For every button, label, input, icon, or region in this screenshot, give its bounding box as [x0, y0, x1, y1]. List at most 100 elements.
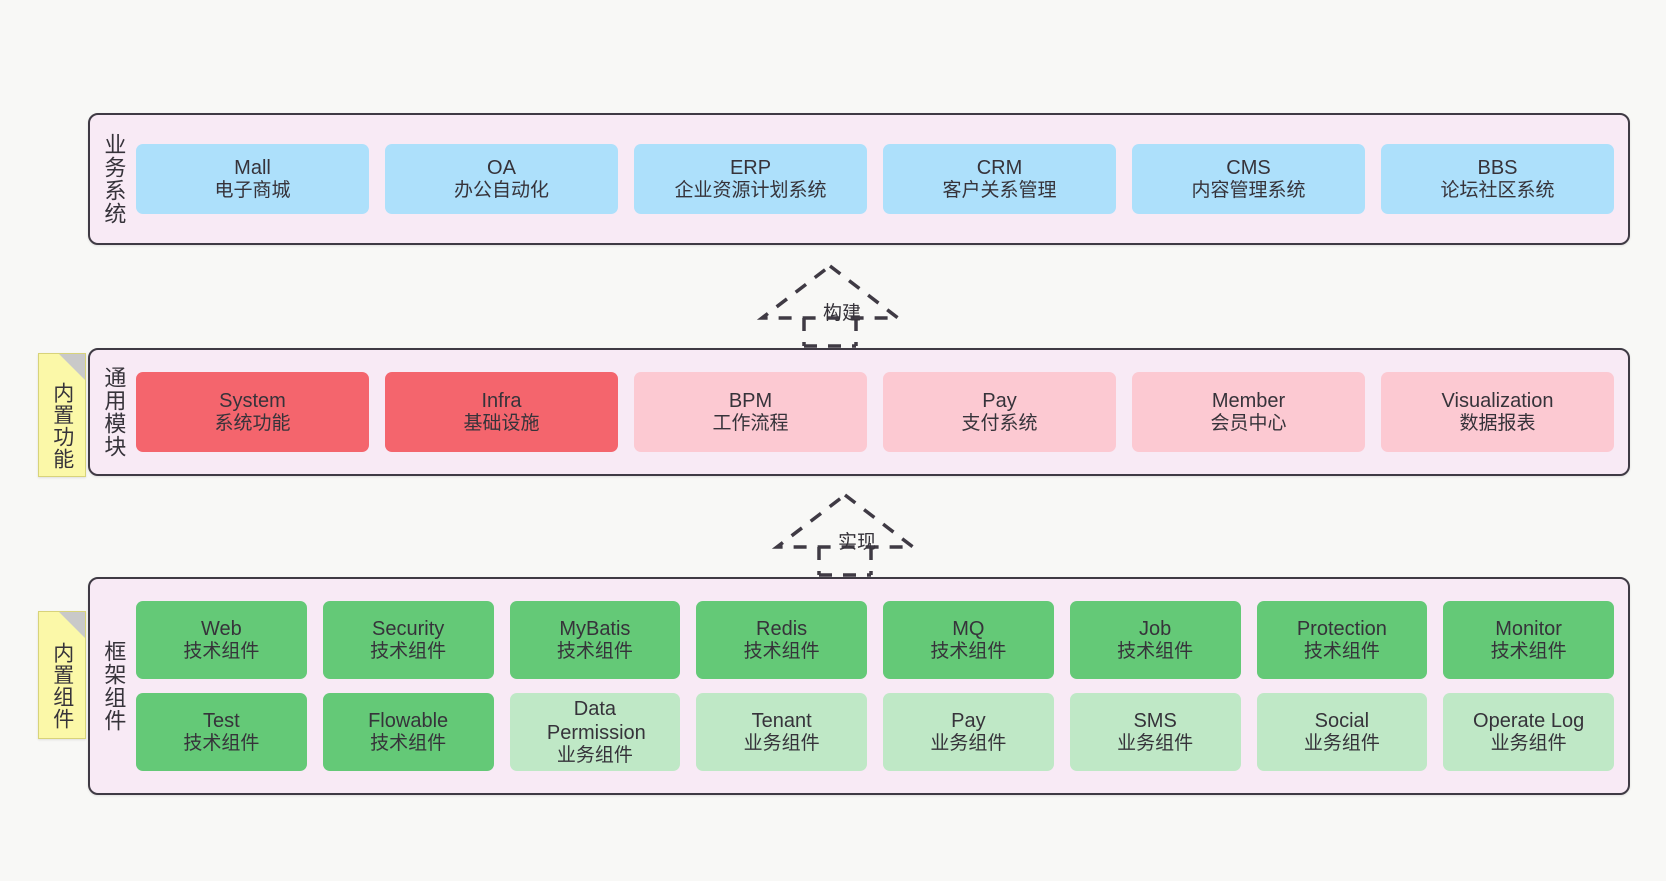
card-subtitle: 业务组件 — [556, 744, 633, 766]
card-title: BPM — [728, 389, 773, 412]
card-subtitle: 基础设施 — [463, 412, 540, 434]
card-mybatis[interactable]: MyBatis 技术组件 — [509, 601, 681, 679]
note-fold-corner-icon — [59, 612, 85, 638]
card-subtitle: 技术组件 — [183, 640, 260, 662]
card-subtitle: 业务组件 — [743, 732, 820, 754]
card-subtitle: 客户关系管理 — [942, 179, 1057, 201]
card-erp[interactable]: ERP 企业资源计划系统 — [634, 144, 867, 214]
card-infra[interactable]: Infra 基础设施 — [385, 372, 618, 452]
card-title: Tenant — [751, 709, 812, 732]
card-title: Infra — [481, 389, 522, 412]
card-title: Test — [203, 709, 240, 732]
connector-label-implement: 实现 — [838, 532, 877, 553]
card-title: Monitor — [1495, 617, 1562, 640]
card-tenant[interactable]: Tenant 业务组件 — [696, 693, 867, 771]
card-redis[interactable]: Redis 技术组件 — [696, 601, 867, 679]
card-web[interactable]: Web 技术组件 — [136, 601, 307, 679]
card-title: MyBatis — [559, 617, 631, 640]
card-title: Flowable — [368, 709, 449, 732]
card-subtitle: 技术组件 — [370, 732, 447, 754]
card-subtitle: 数据报表 — [1459, 412, 1536, 434]
card-oa[interactable]: OA 办公自动化 — [385, 144, 618, 214]
card-subtitle: 技术组件 — [1490, 640, 1567, 662]
card-flowable[interactable]: Flowable 技术组件 — [322, 693, 494, 771]
connector-implement: 实现 — [771, 491, 919, 577]
card-title: CMS — [1226, 156, 1271, 179]
card-title: OA — [487, 156, 516, 179]
card-subtitle: 技术组件 — [370, 640, 447, 662]
card-row: Web 技术组件 Security 技术组件 MyBatis 技术组件 Redi… — [136, 601, 1614, 679]
card-title: Pay — [951, 709, 986, 732]
card-subtitle: 技术组件 — [930, 640, 1007, 662]
card-pay[interactable]: Pay 支付系统 — [883, 372, 1116, 452]
card-title: ERP — [729, 156, 772, 179]
card-title: Pay — [982, 389, 1017, 412]
note-builtin-components: 内置组件 — [38, 611, 86, 739]
layer-business-systems: 业务系统 Mall 电子商城 OA 办公自动化 ERP 企业资源计划系统 CRM… — [88, 113, 1630, 245]
card-title: Social — [1314, 709, 1370, 732]
note-text: 内置功能 — [50, 382, 74, 470]
card-mall[interactable]: Mall 电子商城 — [136, 144, 369, 214]
card-title: Mall — [234, 156, 271, 179]
card-sms[interactable]: SMS 业务组件 — [1069, 693, 1241, 771]
layer-common-modules: 通用模块 System 系统功能 Infra 基础设施 BPM 工作流程 Pay… — [88, 348, 1630, 476]
card-row: System 系统功能 Infra 基础设施 BPM 工作流程 Pay 支付系统… — [136, 372, 1614, 452]
arrow-stem — [802, 318, 858, 348]
card-title: SMS — [1133, 709, 1177, 732]
card-subtitle: 内容管理系统 — [1191, 179, 1306, 201]
card-subtitle: 论坛社区系统 — [1440, 179, 1555, 201]
card-member[interactable]: Member 会员中心 — [1132, 372, 1365, 452]
card-subtitle: 业务组件 — [930, 732, 1007, 754]
connector-label-build: 构建 — [823, 303, 862, 324]
card-cms[interactable]: CMS 内容管理系统 — [1132, 144, 1365, 214]
card-title: Redis — [756, 617, 808, 640]
card-system[interactable]: System 系统功能 — [136, 372, 369, 452]
card-subtitle: 业务组件 — [1490, 732, 1567, 754]
layer-body-business-systems: Mall 电子商城 OA 办公自动化 ERP 企业资源计划系统 CRM 客户关系… — [136, 115, 1628, 243]
card-bpm[interactable]: BPM 工作流程 — [634, 372, 867, 452]
card-bbs[interactable]: BBS 论坛社区系统 — [1381, 144, 1614, 214]
layer-label-common-modules: 通用模块 — [101, 366, 127, 458]
card-title: Web — [200, 617, 242, 640]
layer-body-framework-components: Web 技术组件 Security 技术组件 MyBatis 技术组件 Redi… — [136, 579, 1628, 793]
card-title: Security — [372, 617, 445, 640]
card-title: Job — [1139, 617, 1172, 640]
card-subtitle: 系统功能 — [214, 412, 291, 434]
card-job[interactable]: Job 技术组件 — [1069, 601, 1241, 679]
card-title: Data Permission — [546, 697, 646, 744]
card-title: Protection — [1296, 617, 1387, 640]
card-test[interactable]: Test 技术组件 — [136, 693, 307, 771]
card-row: Test 技术组件 Flowable 技术组件 Data Permission … — [136, 693, 1614, 771]
card-title: MQ — [952, 617, 985, 640]
card-subtitle: 业务组件 — [1303, 732, 1380, 754]
card-title: Operate Log — [1473, 709, 1585, 732]
card-social[interactable]: Social 业务组件 — [1256, 693, 1428, 771]
card-data-permission[interactable]: Data Permission 业务组件 — [509, 693, 681, 771]
card-subtitle: 技术组件 — [1303, 640, 1380, 662]
card-subtitle: 电子商城 — [214, 179, 291, 201]
card-operate-log[interactable]: Operate Log 业务组件 — [1443, 693, 1614, 771]
card-visualization[interactable]: Visualization 数据报表 — [1381, 372, 1614, 452]
card-subtitle: 办公自动化 — [453, 179, 549, 201]
card-title: CRM — [976, 156, 1023, 179]
card-pay-business[interactable]: Pay 业务组件 — [883, 693, 1054, 771]
card-subtitle: 会员中心 — [1210, 412, 1287, 434]
note-builtin-features: 内置功能 — [38, 353, 86, 477]
card-title: System — [219, 389, 286, 412]
card-subtitle: 技术组件 — [183, 732, 260, 754]
card-subtitle: 工作流程 — [712, 412, 789, 434]
card-title: Visualization — [1441, 389, 1554, 412]
card-title: Member — [1211, 389, 1286, 412]
card-security[interactable]: Security 技术组件 — [322, 601, 494, 679]
connector-build: 构建 — [756, 262, 904, 348]
card-subtitle: 企业资源计划系统 — [674, 179, 827, 201]
layer-framework-components: 框架组件 Web 技术组件 Security 技术组件 MyBatis 技术组件… — [88, 577, 1630, 795]
card-monitor[interactable]: Monitor 技术组件 — [1443, 601, 1614, 679]
layer-body-common-modules: System 系统功能 Infra 基础设施 BPM 工作流程 Pay 支付系统… — [136, 350, 1628, 474]
note-fold-corner-icon — [59, 354, 85, 380]
card-subtitle: 业务组件 — [1117, 732, 1194, 754]
card-protection[interactable]: Protection 技术组件 — [1256, 601, 1428, 679]
card-mq[interactable]: MQ 技术组件 — [883, 601, 1054, 679]
card-crm[interactable]: CRM 客户关系管理 — [883, 144, 1116, 214]
